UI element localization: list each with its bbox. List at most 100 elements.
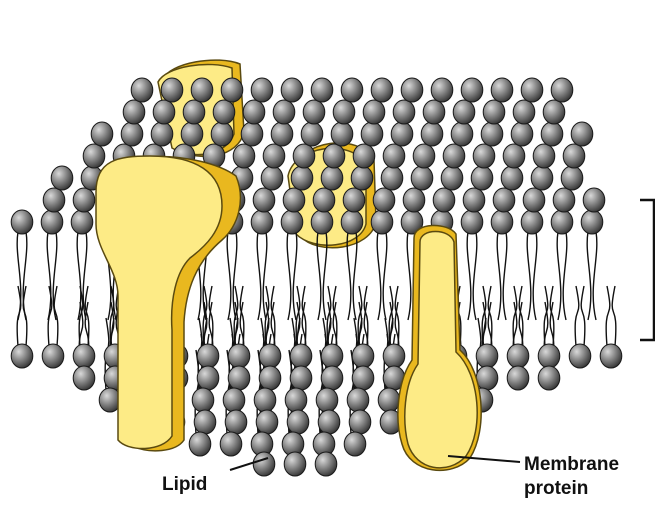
- lipid-head: [271, 122, 293, 146]
- lipid-head: [192, 388, 214, 412]
- lipid-head: [225, 410, 247, 434]
- lipid-head: [503, 144, 525, 168]
- lipid-head: [290, 366, 312, 390]
- lipid-head: [41, 210, 63, 234]
- lipid-head: [43, 188, 65, 212]
- lipid-head: [228, 366, 250, 390]
- lipid-head: [543, 100, 565, 124]
- lipid-head: [91, 122, 113, 146]
- bilayer-thickness-bracket: [640, 200, 654, 340]
- lipid-head: [283, 188, 305, 212]
- lipid-head: [401, 78, 423, 102]
- lipid-head: [481, 122, 503, 146]
- lipid-head: [73, 344, 95, 368]
- lipid-head: [343, 188, 365, 212]
- lipid-head: [344, 432, 366, 456]
- lipid-head: [433, 188, 455, 212]
- lipid-head: [315, 452, 337, 476]
- lipid-tail: [353, 232, 357, 320]
- lipid-head: [507, 344, 529, 368]
- lipid-head: [453, 100, 475, 124]
- lipid-head: [71, 210, 93, 234]
- lipid-head: [313, 188, 335, 212]
- lipid-head: [153, 100, 175, 124]
- lipid-head: [11, 210, 33, 234]
- lipid-tail: [557, 232, 561, 320]
- lipid-head: [511, 122, 533, 146]
- lipid-head: [463, 188, 485, 212]
- lipid-tail: [467, 232, 471, 320]
- lipid-head: [421, 122, 443, 146]
- lipid-head: [583, 188, 605, 212]
- lipid-head: [471, 166, 493, 190]
- lipid-tail: [227, 232, 231, 320]
- lipid-head: [383, 144, 405, 168]
- lipid-head: [476, 366, 498, 390]
- lipid-tail: [503, 232, 507, 320]
- lipid-head: [363, 100, 385, 124]
- lipid-head: [541, 122, 563, 146]
- lipid-head: [352, 344, 374, 368]
- lipid-head: [581, 210, 603, 234]
- lipid-head: [431, 78, 453, 102]
- lipid-tail: [581, 286, 585, 346]
- lipid-head: [318, 410, 340, 434]
- lipid-head: [197, 344, 219, 368]
- lipid-label: Lipid: [162, 474, 207, 495]
- lipid-head: [213, 100, 235, 124]
- lipid-head: [493, 188, 515, 212]
- lipid-head: [51, 166, 73, 190]
- lipid-head: [383, 344, 405, 368]
- lipid-head: [285, 388, 307, 412]
- lipid-head: [473, 144, 495, 168]
- lipid-head: [553, 188, 575, 212]
- lipid-head: [551, 210, 573, 234]
- lipid-tail: [23, 286, 27, 346]
- lipid-head: [323, 144, 345, 168]
- lipid-head: [284, 452, 306, 476]
- lipid-tail: [593, 232, 597, 320]
- lipid-head: [373, 188, 395, 212]
- lipid-head: [569, 344, 591, 368]
- lipid-head: [563, 144, 585, 168]
- lipid-head: [311, 78, 333, 102]
- lipid-head: [73, 188, 95, 212]
- lipid-head: [378, 388, 400, 412]
- lipid-head: [538, 366, 560, 390]
- lipid-tail: [383, 232, 387, 320]
- lipid-head: [281, 210, 303, 234]
- lipid-tail: [287, 232, 291, 320]
- lipid-head: [131, 78, 153, 102]
- lipid-head: [531, 166, 553, 190]
- lipid-head: [521, 210, 543, 234]
- lipid-head: [533, 144, 555, 168]
- lipid-head: [443, 144, 465, 168]
- lipid-head: [121, 122, 143, 146]
- lipid-head: [352, 366, 374, 390]
- lipid-head: [220, 432, 242, 456]
- lipid-head: [476, 344, 498, 368]
- lipid-head: [253, 188, 275, 212]
- lipid-head: [161, 78, 183, 102]
- lipid-head: [221, 78, 243, 102]
- lipid-head: [411, 166, 433, 190]
- lipid-head: [393, 100, 415, 124]
- lipid-head: [523, 188, 545, 212]
- lipid-head: [316, 388, 338, 412]
- lipid-head: [351, 166, 373, 190]
- lipid-head: [189, 432, 211, 456]
- lipid-head: [259, 344, 281, 368]
- lipid-head: [513, 100, 535, 124]
- lipid-head: [371, 78, 393, 102]
- lipid-head: [311, 210, 333, 234]
- lipid-tail: [48, 286, 52, 346]
- lipid-head: [233, 144, 255, 168]
- lipid-head: [281, 78, 303, 102]
- lipid-head: [391, 122, 413, 146]
- membrane-protein-label-line2: protein: [524, 478, 588, 499]
- lipid-head: [341, 78, 363, 102]
- lipid-head: [461, 78, 483, 102]
- lipid-tail: [563, 232, 567, 320]
- lipid-tail: [17, 286, 21, 346]
